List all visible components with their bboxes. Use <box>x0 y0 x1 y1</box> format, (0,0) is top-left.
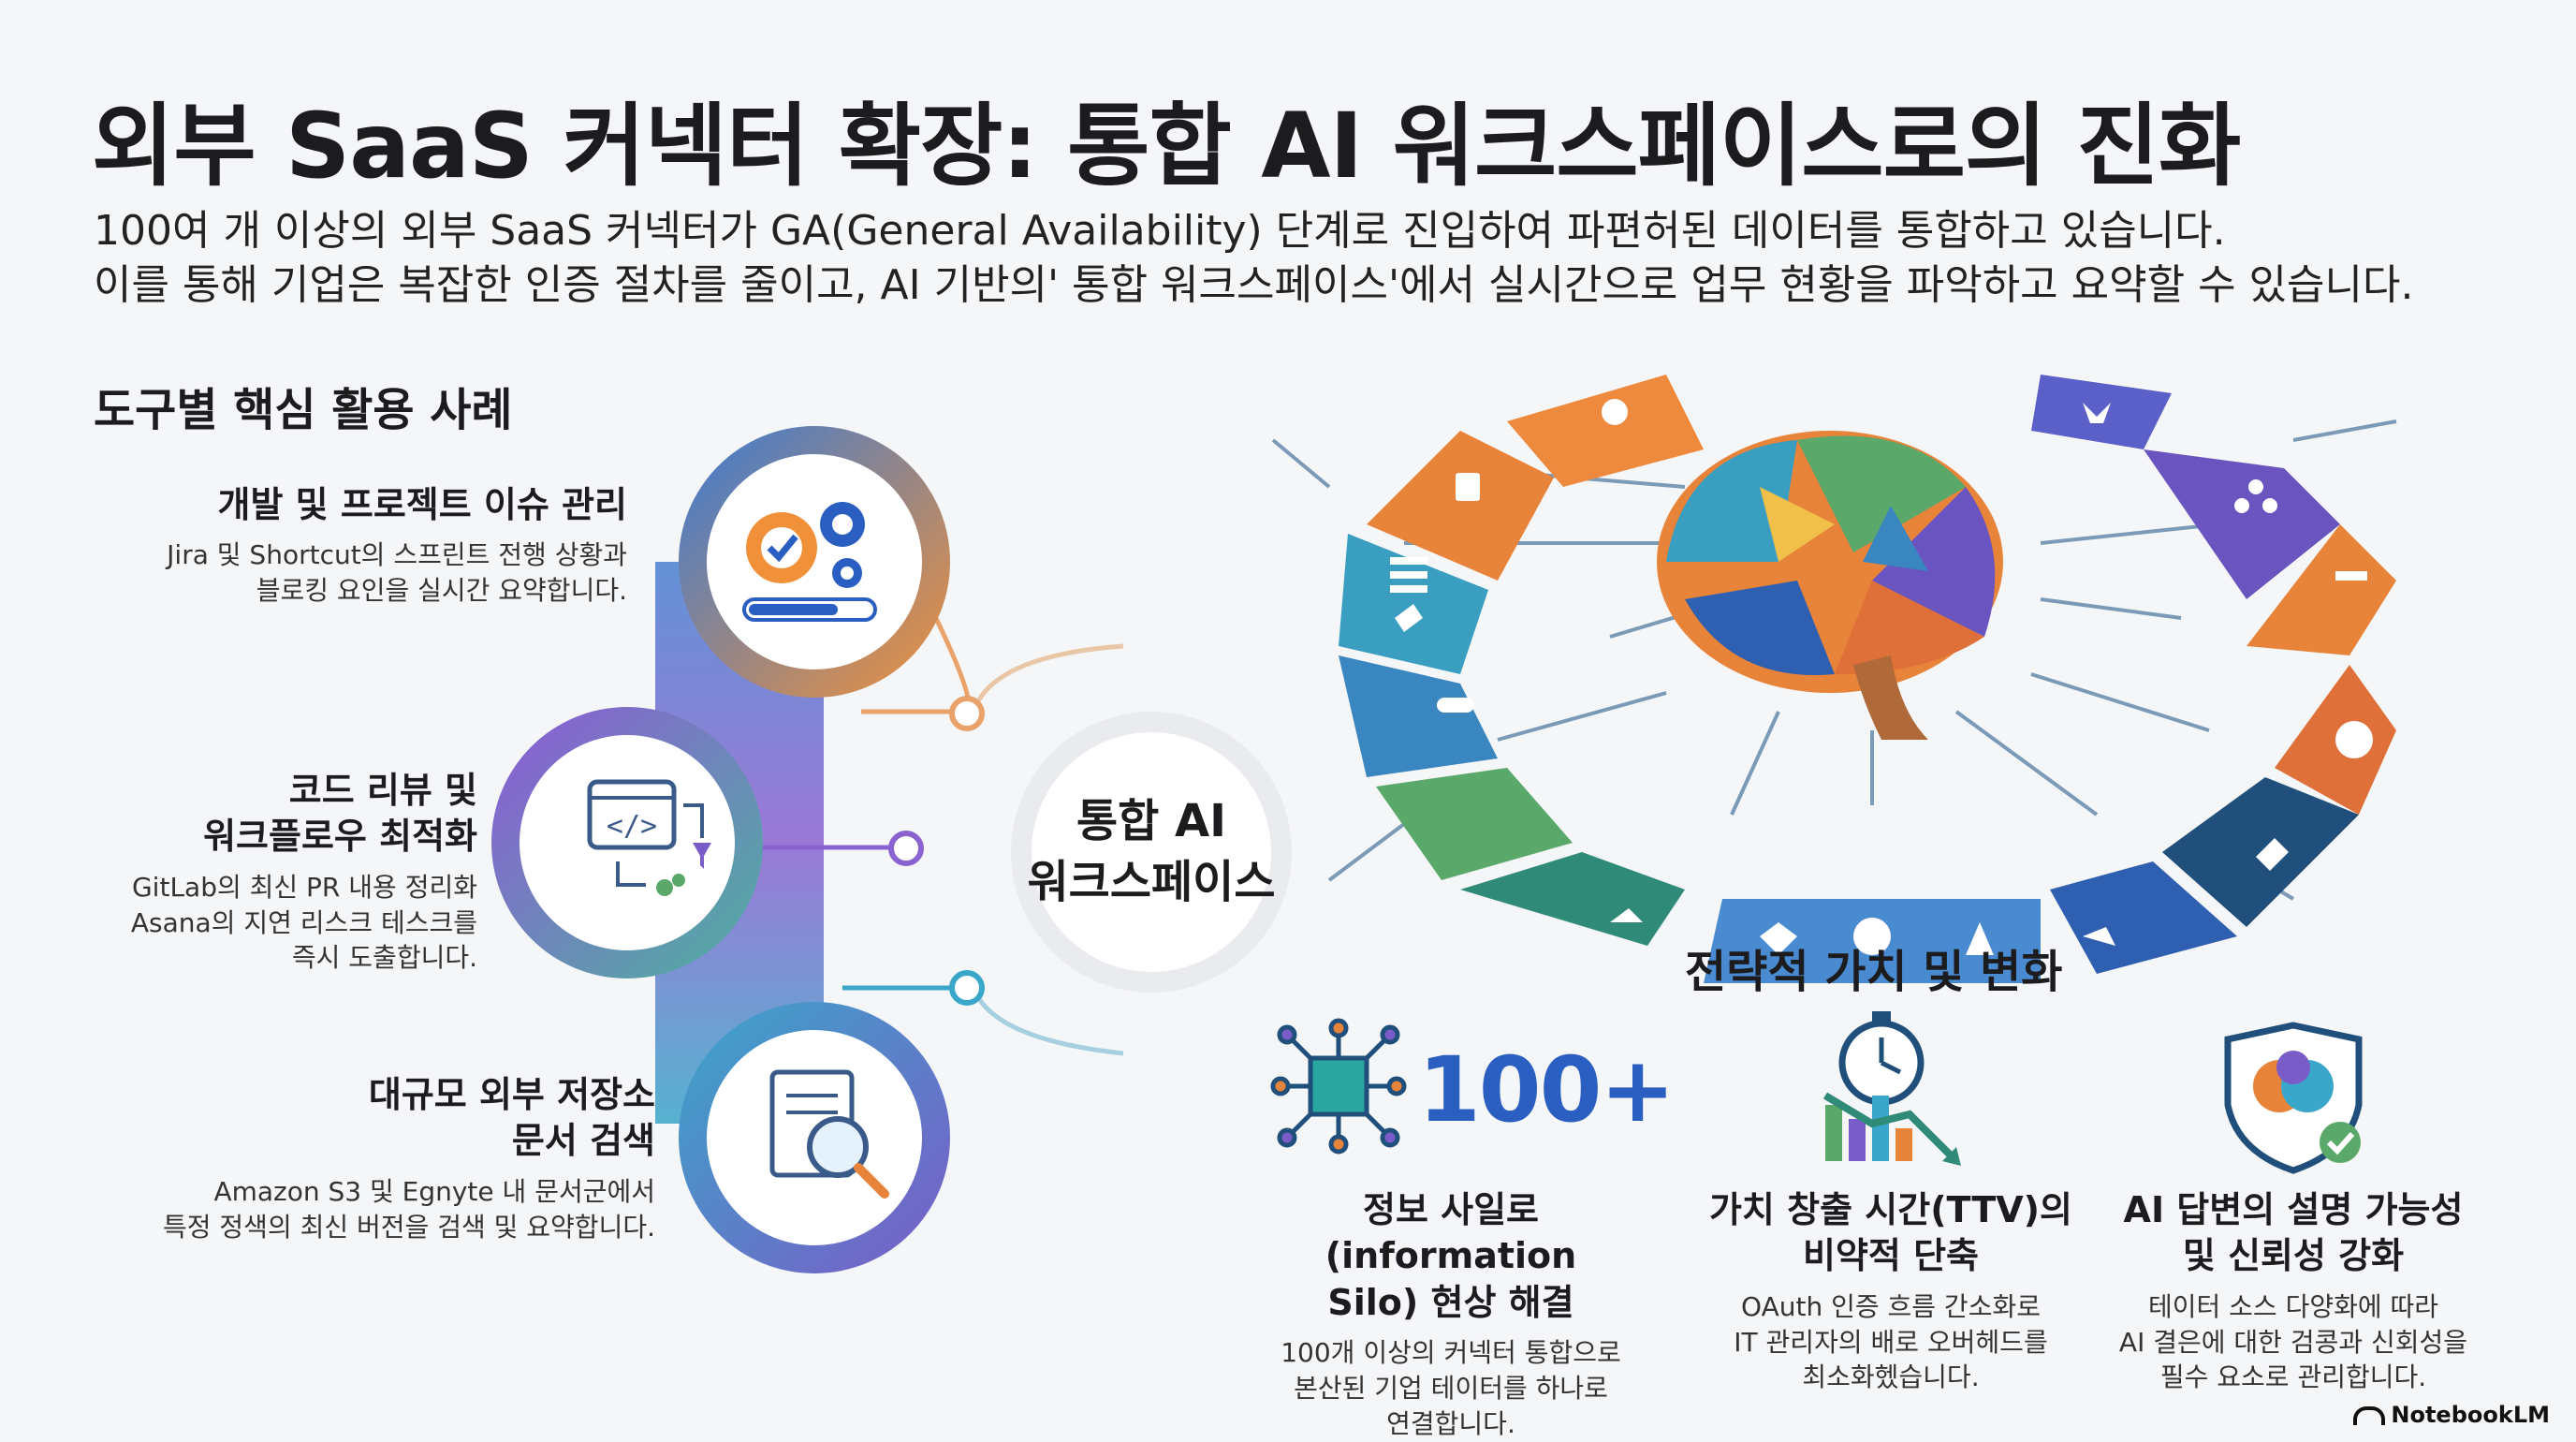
connector-node <box>949 696 985 731</box>
use-case-3: 대규모 외부 저장소 문서 검색 Amazon S3 및 Egnyte 내 문서… <box>163 1074 655 1243</box>
connector-line <box>971 643 1124 713</box>
salesforce-icon <box>2335 721 2373 758</box>
jira-icon <box>1395 604 1423 632</box>
connector-segment <box>2144 449 2340 599</box>
hub-label: 통합 AI 워크스페이스 <box>1027 795 1276 908</box>
brand-watermark: NotebookLM <box>2353 1402 2550 1428</box>
svg-text:</>: </> <box>607 810 657 843</box>
strategic-item-1: 정보 사일로(information Silo) 현상 해결 100개 이상의 … <box>1281 1189 1621 1439</box>
tool-icon <box>2335 571 2367 581</box>
ai-brain-icon <box>1657 431 2003 740</box>
openai-icon <box>1853 918 1891 955</box>
strategic-heading: 전략적 가치 및 변화 <box>1685 946 2063 998</box>
asana-icon <box>2248 479 2263 494</box>
bird-icon <box>1610 908 1643 922</box>
connector-segment <box>2247 524 2396 655</box>
document-search-icon <box>769 1069 889 1199</box>
connector-node <box>888 831 924 866</box>
subtitle-line-2: 이를 통해 기업은 복잡한 인증 절차를 줄이고, AI 기반의' 통합 워크스… <box>94 261 2414 309</box>
hub-circle <box>1032 732 1271 972</box>
server-icon <box>1390 557 1427 565</box>
connector-count: 100+ <box>1418 1037 1676 1142</box>
stack-icon <box>2083 927 2115 946</box>
network-cube-icon <box>1270 1018 1407 1155</box>
shield-brain-check-icon <box>2224 1022 2363 1174</box>
connector-segment <box>1339 655 1498 777</box>
connector-segment <box>1507 375 1704 487</box>
gears-progress-icon <box>742 502 877 622</box>
s-logo-icon <box>2256 838 2289 871</box>
a-logo-icon <box>1966 922 1994 955</box>
connector-segment <box>1367 431 1554 581</box>
use-cases-heading: 도구별 핵심 활용 사례 <box>94 384 513 436</box>
connector-segment <box>2050 861 2237 974</box>
subtitle-line-1: 100여 개 이상의 외부 SaaS 커넥터가 GA(General Avail… <box>94 207 2226 255</box>
page-title: 외부 SaaS 커넥터 확장: 통합 AI 워크스페이스로의 진화 <box>92 94 2241 199</box>
code-workflow-icon: </> <box>587 779 711 896</box>
gitlab-icon <box>1760 922 1797 955</box>
connector-node <box>949 970 985 1006</box>
office-icon <box>1456 473 1480 501</box>
use-case-1: 개발 및 프로젝트 이슈 관리 Jira 및 Shortcut의 스프린트 전행… <box>167 484 627 607</box>
connector-segment <box>1376 768 1573 880</box>
gitlab-fox-icon <box>2083 403 2111 423</box>
notebooklm-logo-icon <box>2353 1406 2386 1425</box>
strategic-item-2: 가치 창출 시간(TTV)의 비약적 단축 OAuth 인증 흐름 간소화로 I… <box>1708 1189 2073 1393</box>
strategic-item-3: AI 답변의 설명 가능성 및 신뢰성 강화 테이터 소스 다양화에 따라 AI… <box>2118 1189 2468 1393</box>
link-icon <box>1437 698 1474 713</box>
stopwatch-chart-icon <box>1822 1011 1961 1166</box>
use-case-2: 코드 리뷰 및 워크플로우 최적화 GitLab의 최신 PR 내용 정리화 A… <box>130 770 477 974</box>
cloud-app-icon <box>1602 399 1628 425</box>
